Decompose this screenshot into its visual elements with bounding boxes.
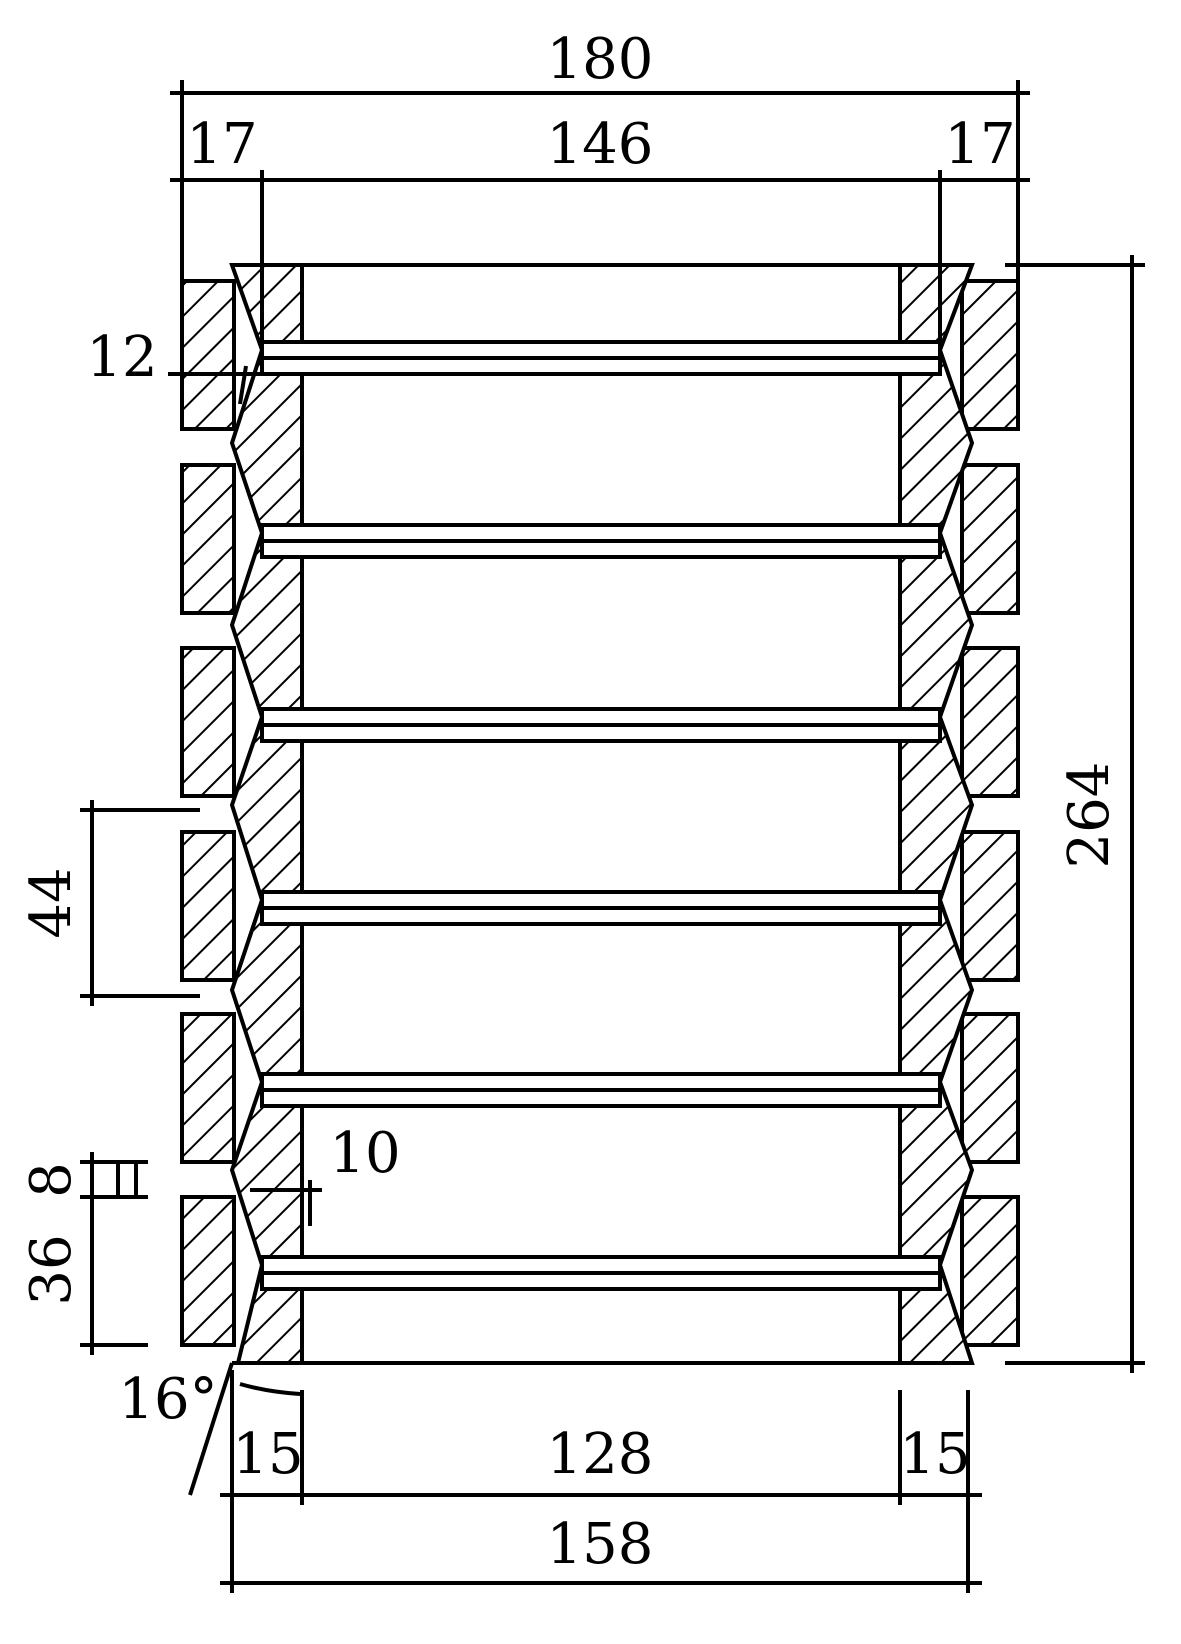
right-inner-wall: [898, 263, 975, 1365]
inner-cavity: [300, 263, 902, 1365]
left-outer-blocks: [180, 279, 236, 1347]
dim-block-height: 36: [19, 1234, 84, 1305]
right-outer-blocks: [960, 279, 1020, 1347]
dim-right-top-offset: 17: [944, 112, 1015, 177]
dim-rib-offset: 12: [86, 325, 157, 390]
dim-left-top-offset: 17: [186, 112, 257, 177]
dimension-lines: [80, 80, 1145, 1593]
dim-height: 264: [1057, 762, 1122, 869]
dim-inner-top-width: 146: [547, 112, 654, 177]
dim-inner-bottom-width: 128: [547, 1422, 654, 1487]
dim-gap: 8: [19, 1162, 84, 1198]
dim-groove-pitch: 44: [19, 867, 84, 938]
dim-step: 10: [329, 1121, 400, 1186]
dim-overall-top-width: 180: [547, 27, 654, 92]
ribs: [260, 340, 942, 1291]
left-inner-wall: [229, 263, 304, 1365]
dim-left-bottom: 15: [232, 1422, 303, 1487]
dim-angle: 16°: [118, 1367, 217, 1432]
dim-right-bottom: 15: [899, 1422, 970, 1487]
dim-overall-bottom-width: 158: [547, 1512, 654, 1577]
